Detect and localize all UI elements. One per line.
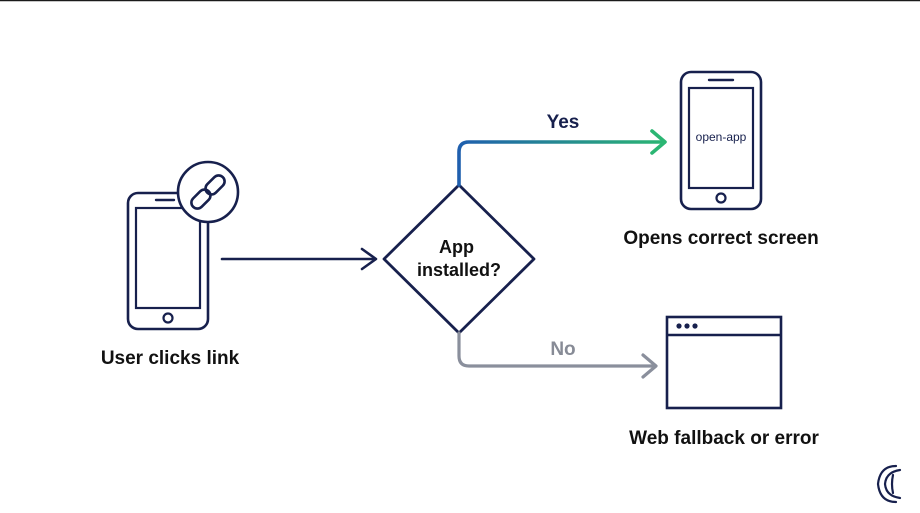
arrow-to-decision [220, 247, 378, 271]
no-label: No [550, 339, 575, 360]
link-icon [176, 160, 240, 224]
smartphone-icon [679, 70, 763, 211]
yes-label: Yes [547, 112, 580, 133]
svg-text:App installed?: App installed? [417, 237, 501, 280]
decision-diamond [382, 183, 536, 335]
smartphone-icon [126, 191, 210, 331]
source-caption: User clicks link [101, 348, 240, 369]
app-phone: open-app [679, 70, 763, 211]
decision-label-line-2: installed? [417, 260, 501, 280]
browser-window-icon [665, 315, 783, 410]
user-phone [126, 160, 240, 331]
yes-caption: Opens correct screen [623, 228, 818, 249]
logo-mark-icon [876, 464, 902, 504]
no-branch-arrow [457, 331, 658, 379]
yes-branch-arrow [457, 129, 667, 187]
app-screen-text: open-app [696, 130, 747, 144]
decision-label-line-1: App [439, 237, 474, 257]
decision-node: App installed? [382, 183, 536, 335]
no-caption: Web fallback or error [629, 428, 819, 449]
